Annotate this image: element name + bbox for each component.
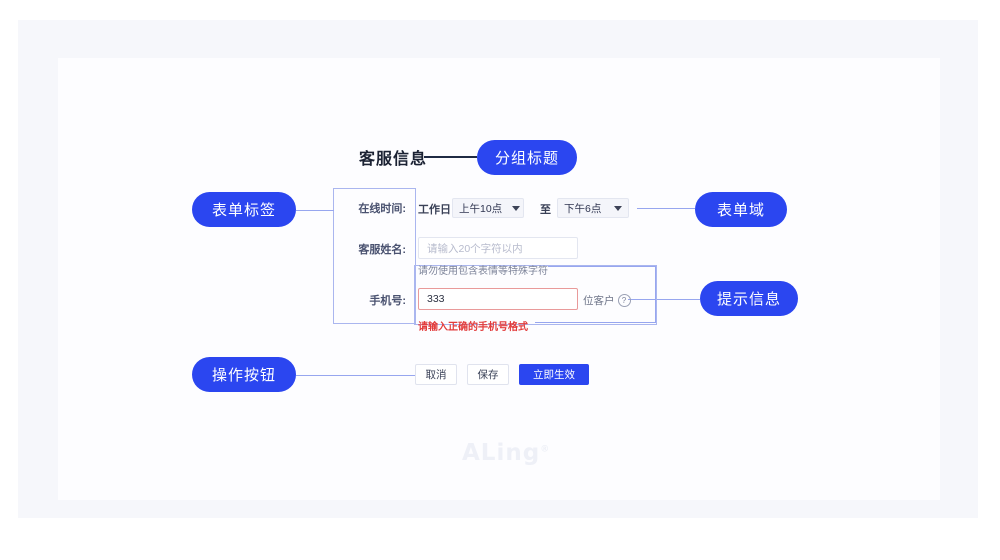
question-circle-icon[interactable]: ? <box>617 294 631 307</box>
input-agent-name-placeholder: 请输入20个字符以内 <box>427 242 523 255</box>
annotation-pill-hint: 提示信息 <box>700 281 798 316</box>
label-online-time: 在线时间: <box>358 203 406 215</box>
text-workday: 工作日 <box>418 204 451 216</box>
annotation-pill-form-label: 表单标签 <box>192 192 296 227</box>
select-end-time-value: 下午6点 <box>564 202 602 215</box>
annotation-pill-action-buttons: 操作按钮 <box>192 357 296 392</box>
select-start-time-value: 上午10点 <box>459 202 503 215</box>
text-time-separator: 至 <box>540 204 551 216</box>
action-buttons-connector <box>296 375 415 376</box>
watermark-text: ALing <box>462 440 541 466</box>
annotation-bracket-form-labels <box>333 188 416 324</box>
cancel-button[interactable]: 取消 <box>415 364 457 385</box>
input-phone-value: 333 <box>427 293 445 305</box>
group-title-connector <box>424 156 477 158</box>
annotation-pill-form-field: 表单域 <box>695 192 787 227</box>
hint-connector-phone-suffix <box>628 299 655 300</box>
watermark-trademark: ® <box>540 444 551 455</box>
form-field-connector <box>637 208 695 209</box>
watermark-logo: ALing® <box>462 440 550 466</box>
annotation-bracket-hints <box>414 265 657 325</box>
save-button[interactable]: 保存 <box>467 364 509 385</box>
phone-suffix: 位客户 ? <box>583 293 631 308</box>
helper-text-agent-name: 请勿使用包含表情等特殊字符 <box>418 266 548 277</box>
hint-pill-connector <box>655 299 700 300</box>
input-phone[interactable]: 333 <box>418 288 578 310</box>
phone-suffix-text: 位客户 <box>583 295 615 307</box>
form-label-connector <box>296 210 334 211</box>
chevron-down-icon <box>614 205 622 211</box>
chevron-down-icon <box>512 205 521 211</box>
apply-button[interactable]: 立即生效 <box>519 364 589 385</box>
input-agent-name[interactable]: 请输入20个字符以内 <box>418 237 578 259</box>
form-card <box>58 58 940 500</box>
annotation-pill-group-title: 分组标题 <box>477 140 577 175</box>
hint-bracket-spine <box>655 266 656 323</box>
group-title-text: 客服信息 <box>359 151 428 168</box>
label-agent-name: 客服姓名: <box>358 244 406 256</box>
select-end-time[interactable]: 下午6点 <box>557 198 629 218</box>
label-phone: 手机号: <box>369 295 406 307</box>
select-start-time[interactable]: 上午10点 <box>452 198 524 218</box>
hint-connector-name-helper <box>548 266 655 267</box>
error-text-phone: 请输入正确的手机号格式 <box>418 322 528 333</box>
hint-connector-phone-error <box>535 322 655 323</box>
